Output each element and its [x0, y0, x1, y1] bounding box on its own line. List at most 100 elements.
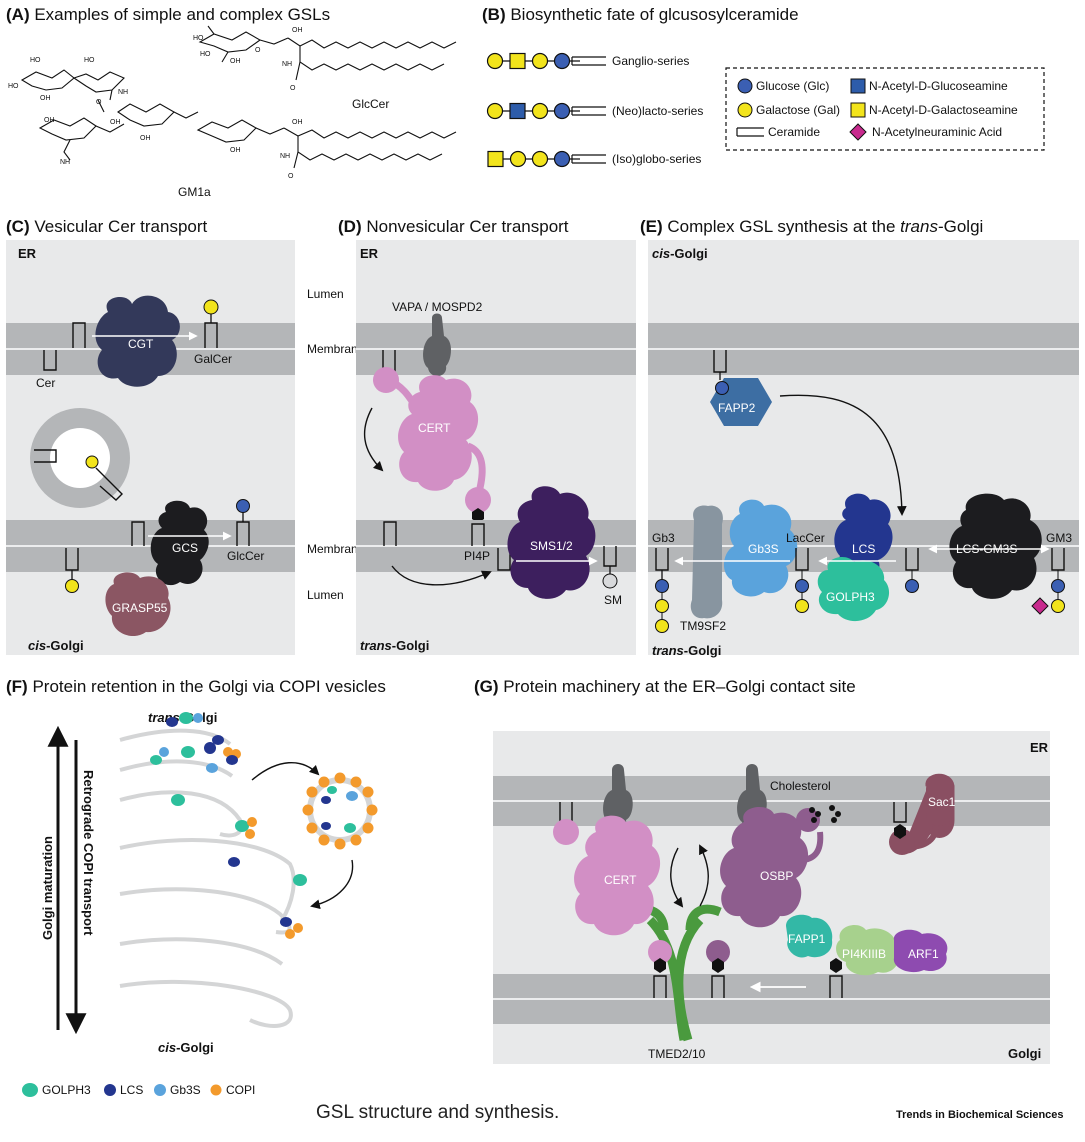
d-membrane-label-top: Membrane [307, 342, 365, 356]
sac1-label: Sac1 [928, 795, 956, 809]
vapa-protein [423, 313, 451, 377]
panel-b-heading: (B) Biosynthetic fate of glcusosylcerami… [482, 5, 799, 24]
legend-galactose: Galactose (Gal) [756, 103, 840, 117]
tm9sf2-label: TM9SF2 [680, 619, 726, 633]
neu5ac-headgroup [1031, 597, 1049, 615]
vapa-label: VAPA / MOSPD2 [392, 300, 483, 314]
chem-label: NH [282, 61, 292, 68]
legend-copi: COPI [226, 1083, 255, 1097]
sms-enzyme [507, 486, 596, 599]
grasp55-label: GRASP55 [112, 601, 168, 615]
chem-label: HO [30, 57, 41, 64]
laccer-label: LacCer [786, 531, 825, 545]
chem-label: O [255, 47, 261, 54]
glucose-headgroup [236, 499, 250, 513]
osbp-protein [720, 807, 809, 928]
galactose-symbol [737, 102, 753, 118]
panel-b: (B) Biosynthetic fate of glcusosylcerami… [482, 5, 1045, 168]
chem-label: O [290, 85, 296, 92]
sm-headgroup [602, 573, 618, 589]
panel-e: (E) Complex GSL synthesis at the trans-G… [640, 217, 1079, 658]
tm9sf2-protein [690, 505, 723, 619]
series-isoglobo: (Iso)globo-series [612, 152, 701, 166]
pi4p-marker [472, 508, 484, 523]
cert-g-label: CERT [604, 873, 637, 887]
lcs-label: LCS [852, 542, 875, 556]
cert-protein-d [398, 375, 479, 491]
golgi-cisternae [119, 728, 296, 1028]
osbp-label: OSBP [760, 869, 793, 883]
arf1-protein [893, 929, 948, 973]
ceramide-symbol [736, 127, 764, 137]
pi4p-label: PI4P [464, 549, 490, 563]
galactose-headgroup [203, 299, 219, 315]
chem-label: NH [280, 153, 290, 160]
d-lumen-label-top: Lumen [307, 287, 344, 301]
sms-label: SMS1/2 [530, 539, 573, 553]
g-golgi-label: Golgi [1008, 1046, 1041, 1061]
legend-glucose: Glucose (Glc) [756, 79, 829, 93]
gcs-enzyme [150, 500, 209, 586]
cholesterol-label: Cholesterol [770, 779, 831, 793]
copi-legend-icon [210, 1084, 222, 1096]
series-neolacto: (Neo)lacto-series [612, 104, 703, 118]
symbol-legend-box [725, 67, 1045, 151]
chem-label: HO [8, 83, 19, 90]
c-er-label: ER [18, 246, 37, 261]
g-er-label: ER [1030, 740, 1049, 755]
pi4k-label: PI4KIIIB [842, 947, 886, 961]
chem-label: NH [60, 159, 70, 166]
chem-label: OH [110, 119, 121, 126]
c-cis-golgi-label: cis-Golgi [28, 638, 84, 653]
neolacto-chain [486, 102, 606, 120]
series-ganglio: Ganglio-series [612, 54, 689, 68]
glccer-c-label: GlcCer [227, 549, 264, 563]
galcer-label: GalCer [194, 352, 232, 366]
golph3-e-label: GOLPH3 [826, 590, 875, 604]
tmed-label: TMED2/10 [648, 1047, 706, 1061]
d-er-label: ER [360, 246, 379, 261]
gm1a-label: GM1a [178, 185, 211, 199]
e-cis-golgi-label: cis-Golgi [652, 246, 708, 261]
legend-galnac: N-Acetyl-D-Galactoseamine [869, 103, 1018, 117]
ganglio-chain [486, 52, 606, 70]
gcs-label: GCS [172, 541, 198, 555]
cgt-label: CGT [128, 337, 154, 351]
gm1a-structure [20, 69, 457, 169]
cer-lipid [43, 350, 57, 371]
glccer-label: GlcCer [352, 97, 389, 111]
panel-g: (G) Protein machinery at the ER–Golgi co… [474, 677, 1050, 1064]
journal-name: Trends in Biochemical Sciences [896, 1109, 1064, 1121]
galnac-symbol [850, 102, 866, 118]
chem-label: OH [140, 135, 151, 142]
d-membrane-label-bottom: Membrane [307, 542, 365, 556]
panel-g-heading: (G) Protein machinery at the ER–Golgi co… [474, 677, 856, 696]
panel-e-heading: (E) Complex GSL synthesis at the trans-G… [640, 217, 983, 236]
lcs-enzyme [834, 493, 893, 578]
panel-d: (D) Nonvesicular Cer transport Lumen Mem… [307, 217, 636, 655]
panel-f-heading: (F) Protein retention in the Golgi via C… [6, 677, 386, 696]
isoglobo-chain [487, 150, 606, 168]
fapp1-label: FAPP1 [788, 932, 826, 946]
panel-c-heading: (C) Vesicular Cer transport [6, 217, 208, 236]
cert-ph-domain [465, 487, 491, 513]
chem-label: OH [230, 147, 241, 154]
chem-label: OH [230, 58, 241, 65]
grasp55-protein [105, 572, 171, 637]
pi4k-protein [836, 925, 899, 976]
f-cis-golgi-label: cis-Golgi [158, 1040, 214, 1055]
chem-label: OH [292, 119, 303, 126]
glucose-symbol [737, 78, 753, 94]
chem-label: O [288, 173, 294, 180]
sm-label: SM [604, 593, 622, 607]
legend-glcnac: N-Acetyl-D-Glucoseamine [869, 79, 1008, 93]
cholesterol-molecules [809, 805, 841, 823]
legend-lcs: LCS [120, 1083, 143, 1097]
cisternae-proteins [150, 712, 307, 939]
glcnac-symbol [850, 78, 866, 94]
panel-f: (F) Protein retention in the Golgi via C… [6, 677, 386, 1097]
golph3-protein [817, 556, 890, 622]
panel-d-heading: (D) Nonvesicular Cer transport [338, 217, 569, 236]
legend-ceramide: Ceramide [768, 125, 820, 139]
cert-start-domain [373, 367, 399, 393]
